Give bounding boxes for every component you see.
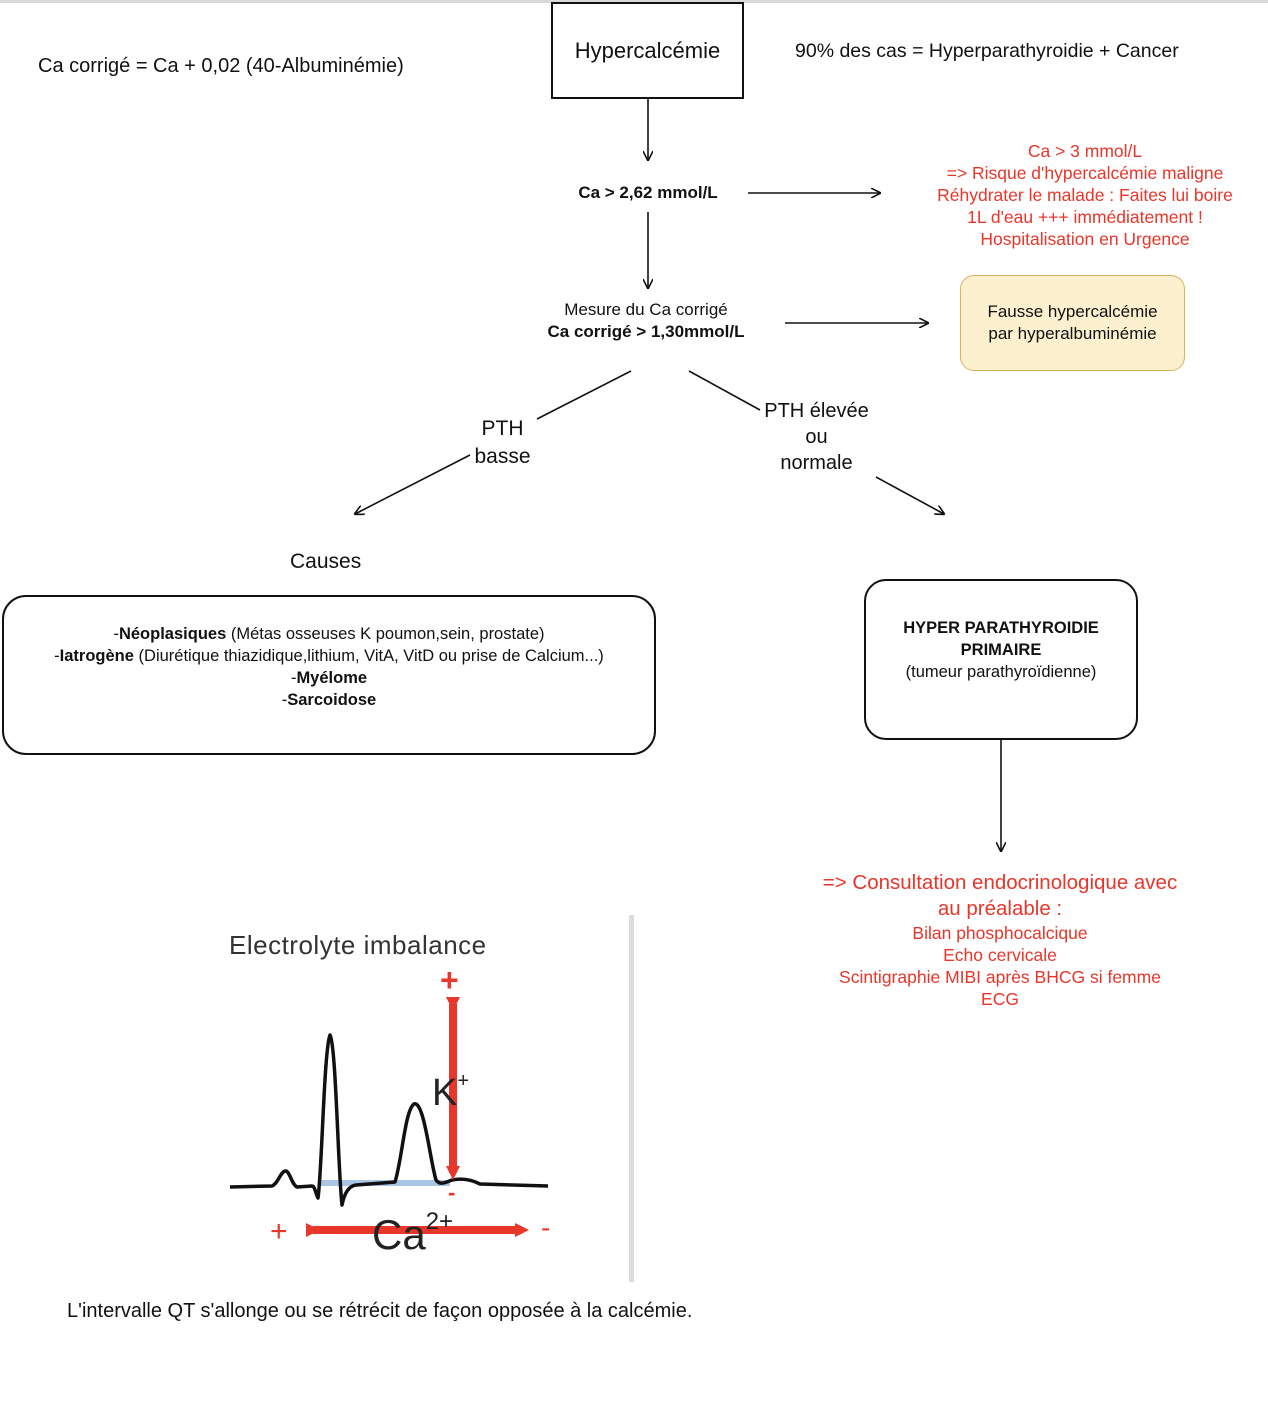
cause-neoplasic: -Néoplasiques (Métas osseuses K poumon,s…	[113, 625, 545, 643]
consult-line-1: => Consultation endocrinologique avec	[822, 871, 1178, 894]
cause-sarcoidosis: -Sarcoidose	[281, 691, 377, 709]
false-box-line-1: Fausse hypercalcémie	[987, 302, 1158, 321]
urgent-line-1: Ca > 3 mmol/L	[1027, 141, 1143, 161]
urgent-line-2: => Risque d'hypercalcémie maligne	[946, 163, 1224, 183]
line-pth-low-upper	[536, 370, 632, 420]
k-minus-sign: -	[448, 1180, 456, 1205]
urgent-line-3: Réhydrater le malade : Faites lui boire	[937, 185, 1233, 205]
top-right-note: 90% des cas = Hyperparathyroidie + Cance…	[795, 40, 1179, 62]
ecg-divider	[629, 915, 634, 1282]
consult-line-5: Scintigraphie MIBI après BHCG si femme	[839, 967, 1161, 987]
k-plus-sign: +	[440, 962, 459, 998]
urgent-line-4: 1L d'eau +++ immédiatement !	[967, 207, 1203, 227]
ca-minus-sign: -	[541, 1212, 551, 1243]
urgent-block: Ca > 3 mmol/L => Risque d'hypercalcémie …	[905, 140, 1265, 250]
causes-title: Causes	[290, 550, 362, 573]
consult-line-2: au préalable :	[937, 897, 1063, 920]
causes-box: -Néoplasiques (Métas osseuses K poumon,s…	[2, 595, 656, 755]
pth-low-line-2: basse	[474, 445, 531, 468]
arrow-pth-high-lower	[875, 476, 944, 514]
primary-hyperparathyroidism-box: HYPER PARATHYROIDIE PRIMAIRE (tumeur par…	[864, 579, 1138, 740]
line-pth-high-upper	[688, 370, 761, 411]
pth-high-label: PTH élevée ou normale	[748, 398, 885, 476]
k-label: K+	[432, 1070, 470, 1114]
qt-note: L'intervalle QT s'allonge ou se rétrécit…	[67, 1300, 693, 1322]
hyper-box-line-2: PRIMAIRE	[960, 640, 1042, 659]
cause-myeloma: -Myélome	[290, 669, 368, 687]
pth-high-line-2: ou	[805, 426, 828, 448]
corrected-ca-block: Mesure du Ca corrigé Ca corrigé > 1,30mm…	[510, 299, 782, 343]
hyper-box-line-1: HYPER PARATHYROIDIE	[903, 618, 1099, 637]
false-hypercalcemia-box: Fausse hypercalcémie par hyperalbuminémi…	[960, 275, 1185, 371]
consultation-block: => Consultation endocrinologique avec au…	[780, 870, 1220, 1010]
consult-line-4: Echo cervicale	[943, 945, 1057, 965]
pth-high-line-1: PTH élevée	[764, 400, 869, 422]
ca-plus-sign: +	[270, 1215, 288, 1248]
formula-text: Ca corrigé = Ca + 0,02 (40-Albuminémie)	[38, 55, 404, 77]
hypercalcemie-box: Hypercalcémie	[551, 2, 744, 99]
ecg-title: Electrolyte imbalance	[229, 930, 487, 960]
top-border	[0, 0, 1268, 3]
cause-iatrogenic: -Iatrogène (Diurétique thiazidique,lithi…	[54, 647, 604, 665]
urgent-line-5: Hospitalisation en Urgence	[980, 229, 1190, 249]
false-box-line-2: par hyperalbuminémie	[988, 324, 1157, 343]
hypercalcemie-label: Hypercalcémie	[574, 37, 721, 63]
ecg-trace	[229, 1033, 549, 1207]
consult-line-6: ECG	[981, 989, 1019, 1009]
arrow-pth-low-lower	[355, 454, 471, 514]
pth-low-line-1: PTH	[481, 417, 524, 440]
pth-low-label: PTH basse	[455, 415, 550, 471]
corrected-ca-line-2: Ca corrigé > 1,30mmol/L	[547, 322, 745, 341]
ca-label: Ca2+	[372, 1208, 454, 1258]
pth-high-line-3: normale	[780, 452, 853, 474]
ca-threshold-label: Ca > 2,62 mmol/L	[578, 183, 718, 202]
hyper-box-line-3: (tumeur parathyroïdienne)	[905, 662, 1097, 681]
consult-line-3: Bilan phosphocalcique	[912, 923, 1088, 943]
corrected-ca-line-1: Mesure du Ca corrigé	[564, 300, 728, 319]
